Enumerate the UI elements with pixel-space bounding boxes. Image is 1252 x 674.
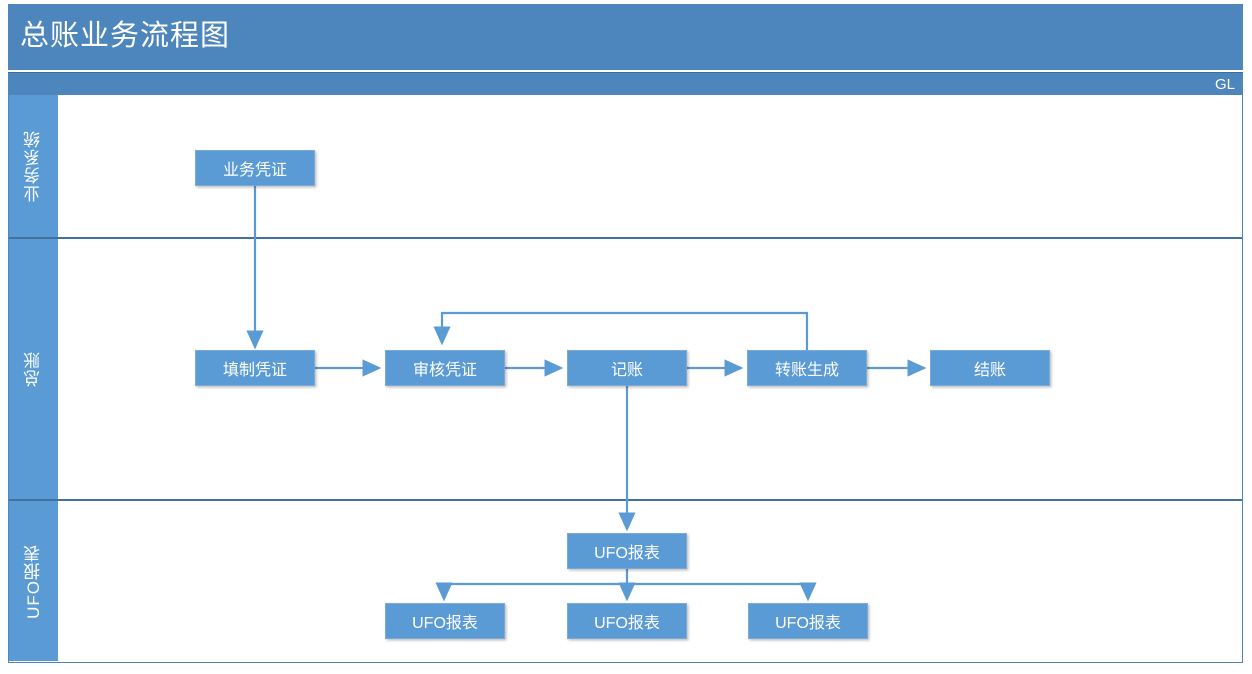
lane-label-general-ledger: 总账	[9, 239, 58, 499]
module-code-label: GL	[1214, 76, 1235, 93]
node-transfer-generate[interactable]: 转账生成	[747, 350, 867, 386]
page-title: 总账业务流程图	[20, 20, 231, 52]
node-fill-voucher[interactable]: 填制凭证	[195, 350, 315, 386]
node-ufo-report-2[interactable]: UFO报表	[567, 603, 687, 639]
node-business-voucher[interactable]: 业务凭证	[195, 150, 315, 186]
node-ufo-report-1[interactable]: UFO报表	[385, 603, 505, 639]
lane-business-system	[9, 95, 1242, 237]
lane-divider-2	[9, 499, 1242, 501]
lane-label-text: UFO报表	[24, 543, 43, 619]
lane-label-text: 总账	[24, 351, 43, 387]
module-code-bar: GL	[8, 72, 1243, 95]
title-banner: 总账业务流程图	[8, 4, 1243, 70]
lane-divider-1	[9, 237, 1242, 239]
node-ufo-report-3[interactable]: UFO报表	[748, 603, 868, 639]
lane-label-ufo-report: UFO报表	[9, 501, 58, 661]
node-audit-voucher[interactable]: 审核凭证	[385, 350, 505, 386]
lane-label-text: 业务系统	[24, 130, 43, 202]
node-closing[interactable]: 结账	[930, 350, 1050, 386]
node-bookkeeping[interactable]: 记账	[567, 350, 687, 386]
lane-label-business-system: 业务系统	[9, 95, 58, 237]
node-ufo-report-main[interactable]: UFO报表	[567, 533, 687, 569]
